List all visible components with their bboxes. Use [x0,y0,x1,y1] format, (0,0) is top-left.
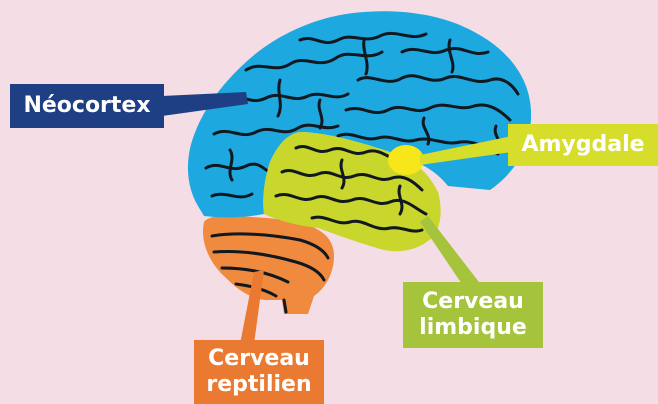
amygdala-shape [388,145,424,175]
neocortex-label: Néocortex [10,84,164,128]
amygdala-label: Amygdale [508,124,658,166]
limbic-brain-label: Cerveau limbique [403,282,543,348]
reptilian-brain-label: Cerveau reptilien [194,340,324,404]
